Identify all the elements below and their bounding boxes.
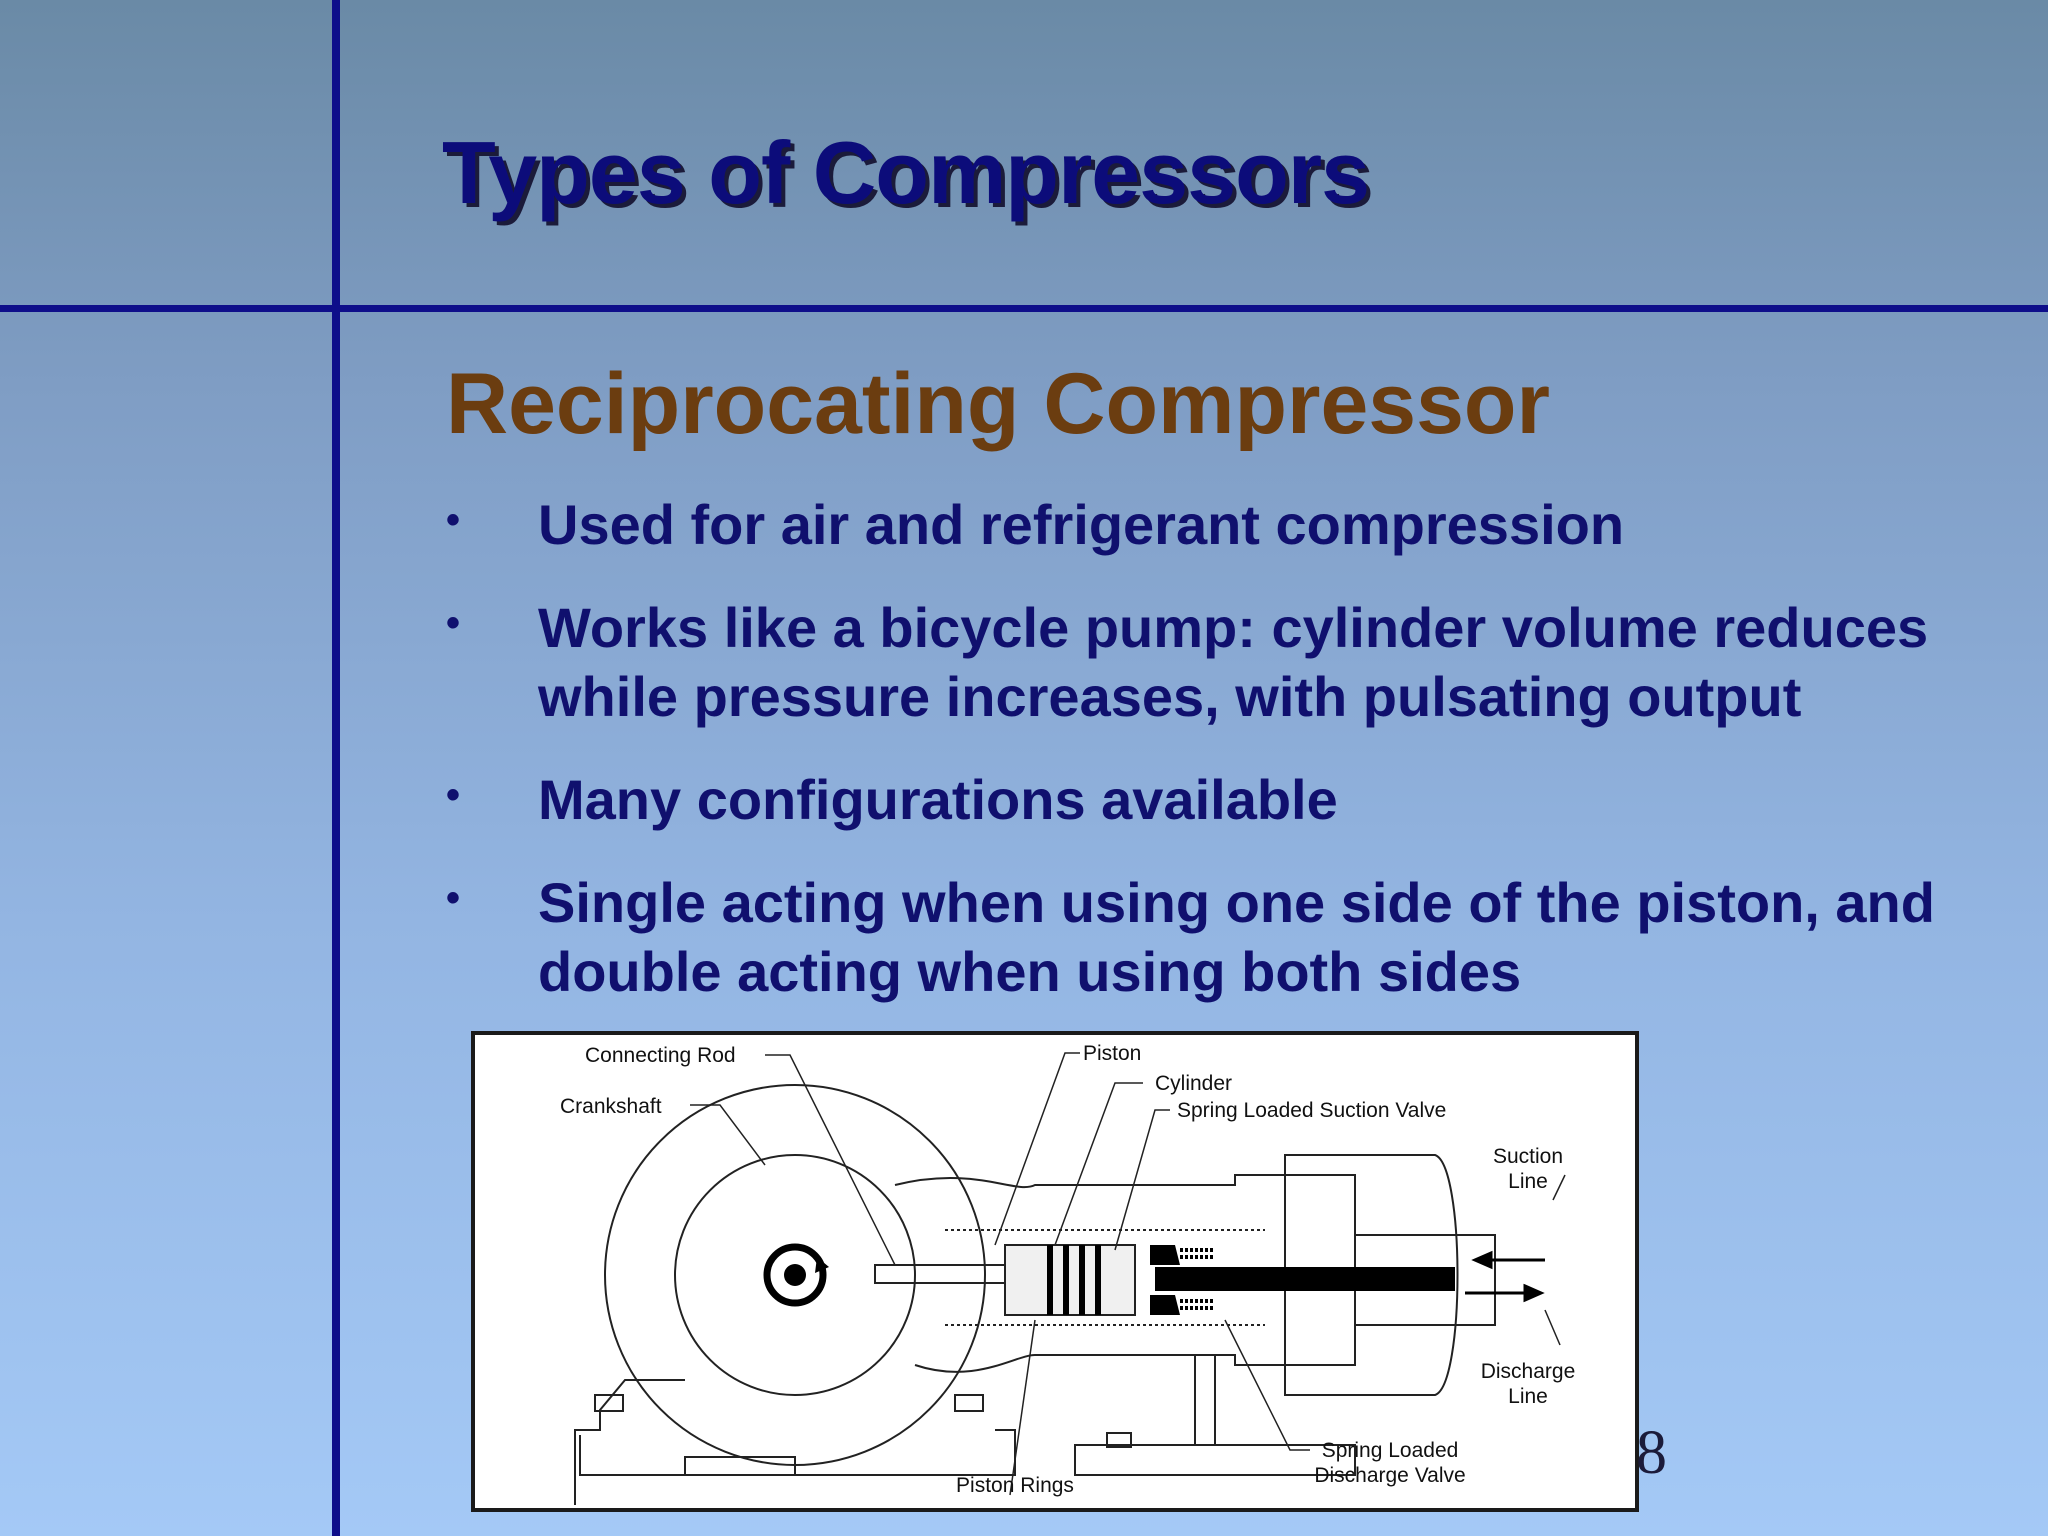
crankcase-outer-circle: [604, 1084, 986, 1466]
bullet-marker: •: [446, 876, 461, 920]
label-spring-discharge-valve-1: Spring Loaded: [1322, 1439, 1459, 1462]
bullet-item: • Works like a bicycle pump: cylinder vo…: [446, 593, 2006, 731]
cylinder-head: [1284, 1154, 1459, 1396]
bullet-list: • Used for air and refrigerant compressi…: [446, 490, 2006, 1040]
label-suction-line-1: Suction: [1493, 1145, 1563, 1168]
base-foot-left: [594, 1394, 624, 1412]
leader-lines: [690, 1052, 1566, 1496]
valve-manifold: [1355, 1234, 1496, 1326]
label-discharge-line-1: Discharge: [1481, 1360, 1576, 1383]
bullet-text: Many configurations available: [538, 768, 1338, 831]
bullet-item: • Many configurations available: [446, 765, 2006, 834]
label-spring-suction-valve: Spring Loaded Suction Valve: [1177, 1099, 1446, 1122]
label-suction-line-2: Line: [1508, 1170, 1548, 1193]
bullet-marker: •: [446, 601, 461, 645]
label-cylinder: Cylinder: [1155, 1072, 1232, 1095]
label-connecting-rod: Connecting Rod: [585, 1044, 736, 1067]
crankcase-base-outline: [574, 1379, 1016, 1505]
crankcase-inner-circle: [674, 1154, 916, 1396]
slide-subtitle: Reciprocating Compressor: [446, 356, 1550, 452]
slide-title: Types of Compressors: [442, 123, 1370, 222]
crank-pin-icon: [763, 1243, 829, 1307]
bullet-text: Works like a bicycle pump: cylinder volu…: [538, 596, 1929, 728]
label-crankshaft: Crankshaft: [560, 1095, 662, 1118]
label-piston: Piston: [1083, 1042, 1141, 1065]
bullet-item: • Used for air and refrigerant compressi…: [446, 490, 2006, 559]
piston-rings: [1047, 1245, 1101, 1315]
label-spring-discharge-valve-2: Discharge Valve: [1314, 1464, 1465, 1487]
valve-assembly: [1150, 1245, 1455, 1315]
piston: [1004, 1244, 1136, 1316]
pedestal-column: [1194, 1355, 1216, 1445]
compressor-diagram: Connecting Rod Crankshaft Piston Cylinde…: [471, 1031, 1639, 1512]
bullet-marker: •: [446, 773, 461, 817]
compressor-diagram-drawing: Connecting Rod Crankshaft Piston Cylinde…: [560, 1042, 1576, 1505]
pedestal-foot: [1106, 1432, 1132, 1448]
discharge-arrow-icon: [1465, 1283, 1545, 1303]
base-foot-right: [954, 1394, 984, 1412]
bullet-text: Single acting when using one side of the…: [538, 871, 1935, 1003]
suction-arrow-icon: [1471, 1250, 1545, 1270]
bullet-item: • Single acting when using one side of t…: [446, 868, 2006, 1006]
page-number: 8: [1636, 1419, 1667, 1487]
horizontal-divider-line: [0, 305, 2048, 312]
label-piston-rings: Piston Rings: [956, 1474, 1074, 1497]
bullet-text: Used for air and refrigerant compression: [538, 493, 1625, 556]
bullet-marker: •: [446, 498, 461, 542]
cylinder-bore: [945, 1229, 1265, 1326]
base-notch: [684, 1456, 796, 1475]
vertical-divider-line: [332, 0, 340, 1536]
cylinder-housing: [894, 1174, 1356, 1373]
label-discharge-line-2: Line: [1508, 1385, 1548, 1408]
pedestal-base: [1074, 1444, 1356, 1476]
